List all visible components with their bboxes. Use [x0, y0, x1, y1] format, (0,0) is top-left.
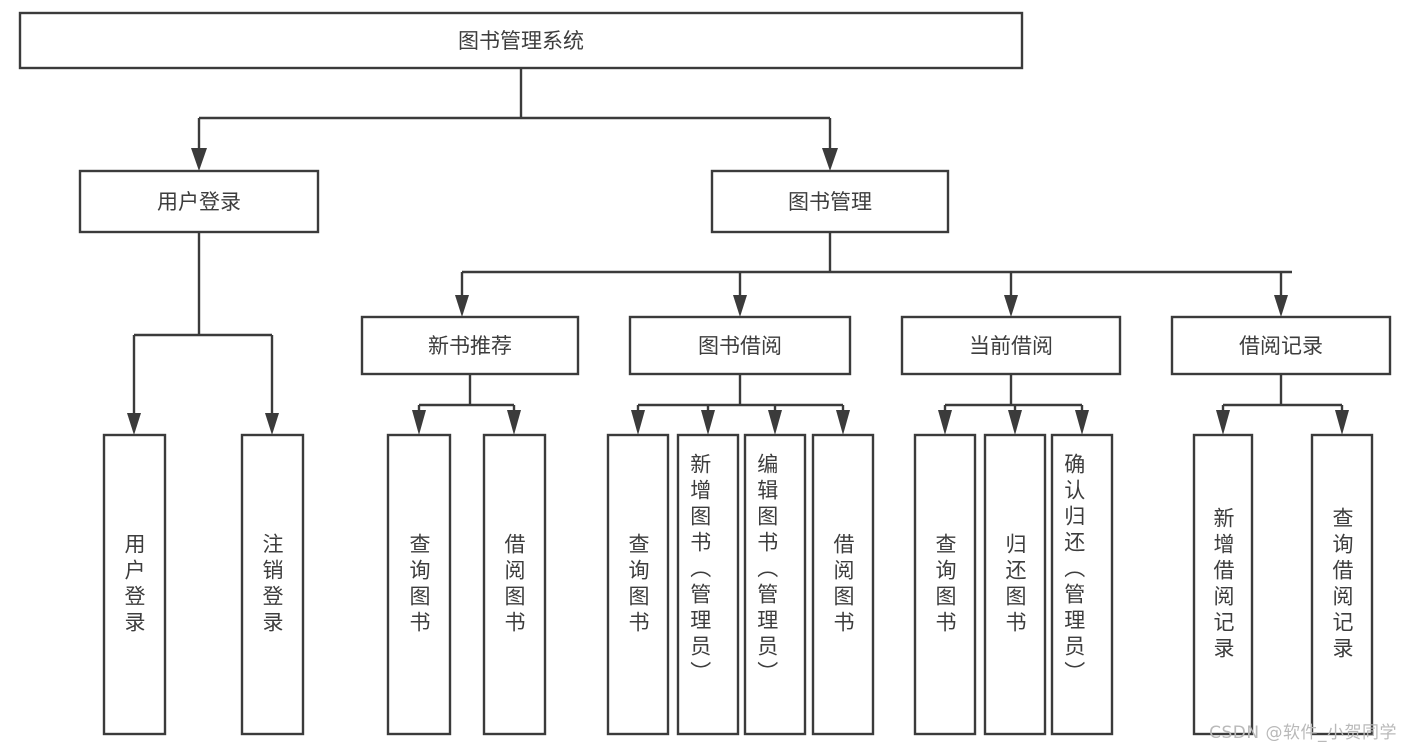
node-leaf-query-book-current-label: 查询图书: [933, 533, 957, 637]
node-leaf-return-book-label: 归还图书: [1003, 533, 1027, 637]
arrow-head-current-borrow: [1004, 295, 1018, 317]
node-leaf-query-book-borrow[interactable]: 查询图书: [606, 433, 670, 736]
node-root-box[interactable]: [18, 11, 1024, 70]
node-leaf-user-logout-label: 注销登录: [260, 533, 284, 637]
node-leaf-user-login[interactable]: 用户登录: [102, 433, 167, 736]
node-root-label: 图书管理系统: [458, 29, 584, 53]
arrow-head-leaf-add-record: [1216, 410, 1230, 435]
node-user-login-label: 用户登录: [157, 190, 241, 214]
arrow-head-leaf-add-book: [701, 410, 715, 435]
node-leaf-edit-book-box[interactable]: [743, 433, 807, 736]
node-leaf-borrow-book-rec-label: 借阅图书: [502, 533, 526, 637]
node-leaf-edit-book[interactable]: 编辑图书（管理员）: [743, 433, 807, 736]
node-root[interactable]: 图书管理系统: [18, 11, 1024, 70]
node-book-manage-label: 图书管理: [788, 190, 872, 214]
node-leaf-query-book-rec-box[interactable]: [386, 433, 452, 736]
node-leaf-borrow-book-label: 借阅图书: [831, 533, 855, 637]
arrow-head-book-manage: [822, 148, 838, 171]
arrow-head-leaf-borrow-book-rec: [507, 410, 521, 435]
node-leaf-query-book-borrow-label: 查询图书: [626, 533, 650, 637]
node-book-manage[interactable]: 图书管理: [710, 169, 950, 234]
node-borrow-record-label: 借阅记录: [1239, 334, 1323, 358]
node-borrow-record-box[interactable]: [1170, 315, 1392, 376]
node-leaf-user-logout-box[interactable]: [240, 433, 305, 736]
node-book-borrow[interactable]: 图书借阅: [628, 315, 852, 376]
node-new-book-rec-label: 新书推荐: [428, 334, 512, 358]
arrow-head-leaf-edit-book: [768, 410, 782, 435]
node-leaf-query-record-box[interactable]: [1310, 433, 1374, 736]
arrow-head-leaf-return-book: [1008, 410, 1022, 435]
arrow-head-new-book-rec: [455, 295, 469, 317]
node-leaf-confirm-return-box[interactable]: [1050, 433, 1114, 736]
node-book-manage-box[interactable]: [710, 169, 950, 234]
node-leaf-borrow-book-rec-box[interactable]: [482, 433, 547, 736]
node-leaf-user-login-label: 用户登录: [122, 533, 146, 637]
node-leaf-borrow-book-rec[interactable]: 借阅图书: [482, 433, 547, 736]
node-leaf-return-book[interactable]: 归还图书: [983, 433, 1047, 736]
node-user-login[interactable]: 用户登录: [78, 169, 320, 234]
node-leaf-query-record-label: 查询借阅记录: [1330, 507, 1354, 663]
node-leaf-query-record[interactable]: 查询借阅记录: [1310, 433, 1374, 736]
node-leaf-edit-book-label: 编辑图书（管理员）: [755, 453, 779, 687]
node-current-borrow[interactable]: 当前借阅: [900, 315, 1122, 376]
arrow-head-book-borrow: [733, 295, 747, 317]
arrow-head-user-login: [191, 148, 207, 171]
node-leaf-borrow-book-box[interactable]: [811, 433, 875, 736]
node-leaf-query-book-rec[interactable]: 查询图书: [386, 433, 452, 736]
arrow-head-leaf-borrow-book: [836, 410, 850, 435]
node-leaf-query-book-current-box[interactable]: [913, 433, 977, 736]
node-leaf-query-book-current[interactable]: 查询图书: [913, 433, 977, 736]
node-leaf-borrow-book[interactable]: 借阅图书: [811, 433, 875, 736]
arrow-head-leaf-user-login: [127, 413, 141, 435]
node-leaf-confirm-return-label: 确认归还（管理员）: [1062, 453, 1086, 687]
node-leaf-add-record-box[interactable]: [1192, 433, 1254, 736]
node-leaf-add-book-box[interactable]: [676, 433, 740, 736]
node-leaf-confirm-return[interactable]: 确认归还（管理员）: [1050, 433, 1114, 736]
node-leaf-add-record-label: 新增借阅记录: [1211, 507, 1235, 663]
arrow-head-leaf-query-book-current: [938, 410, 952, 435]
arrow-head-leaf-query-record: [1335, 410, 1349, 435]
node-book-borrow-box[interactable]: [628, 315, 852, 376]
node-leaf-return-book-box[interactable]: [983, 433, 1047, 736]
node-leaf-query-book-borrow-box[interactable]: [606, 433, 670, 736]
arrow-head-leaf-query-book-borrow: [631, 410, 645, 435]
connector-layer: [127, 68, 1349, 435]
node-leaf-user-login-box[interactable]: [102, 433, 167, 736]
node-current-borrow-box[interactable]: [900, 315, 1122, 376]
node-leaf-add-book[interactable]: 新增图书（管理员）: [676, 433, 740, 736]
node-user-login-box[interactable]: [78, 169, 320, 234]
node-leaf-add-book-label: 新增图书（管理员）: [688, 453, 712, 687]
arrow-head-leaf-query-book-rec: [412, 410, 426, 435]
watermark-text: CSDN @软件_小贺同学: [1209, 723, 1397, 743]
node-leaf-add-record[interactable]: 新增借阅记录: [1192, 433, 1254, 736]
node-borrow-record[interactable]: 借阅记录: [1170, 315, 1392, 376]
node-leaf-user-logout[interactable]: 注销登录: [240, 433, 305, 736]
arrow-head-leaf-confirm-return: [1075, 410, 1089, 435]
node-new-book-rec[interactable]: 新书推荐: [360, 315, 580, 376]
arrow-head-borrow-record: [1274, 295, 1288, 317]
arrow-head-leaf-user-logout: [265, 413, 279, 435]
node-new-book-rec-box[interactable]: [360, 315, 580, 376]
node-current-borrow-label: 当前借阅: [969, 334, 1053, 358]
node-leaf-query-book-rec-label: 查询图书: [407, 533, 431, 637]
node-book-borrow-label: 图书借阅: [698, 334, 782, 358]
